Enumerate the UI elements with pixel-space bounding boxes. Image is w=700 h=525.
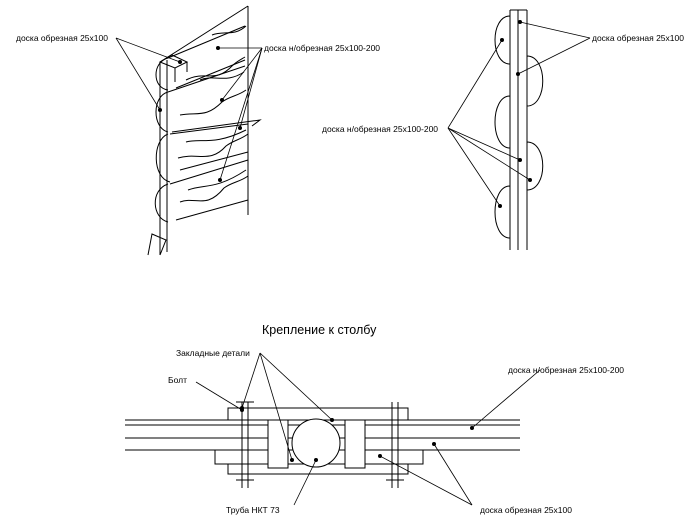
right-section-view	[447, 9, 591, 250]
label-edged-board-bottom: доска обрезная 25х100	[480, 505, 572, 515]
label-unedged-board-bottom: доска н/обрезная 25х100-200	[508, 365, 624, 375]
left-perspective-view	[115, 5, 263, 256]
label-pipe: Труба НКТ 73	[226, 505, 280, 515]
unedged-board-1	[155, 25, 247, 91]
post-mounting-detail	[125, 352, 541, 506]
unedged-board-3	[155, 123, 249, 183]
unedged-board-4	[154, 159, 249, 223]
label-edged-board-right: доска обрезная 25х100	[592, 33, 684, 43]
label-unedged-board-left: доска н/обрезная 25х100-200	[264, 43, 380, 53]
label-unedged-board-right: доска н/обрезная 25х100-200	[322, 124, 438, 134]
label-embedded-parts: Закладные детали	[176, 348, 250, 358]
label-edged-board-left: доска обрезная 25х100	[16, 33, 108, 43]
section-title: Крепление к столбу	[262, 323, 377, 337]
label-bolt: Болт	[168, 375, 187, 385]
